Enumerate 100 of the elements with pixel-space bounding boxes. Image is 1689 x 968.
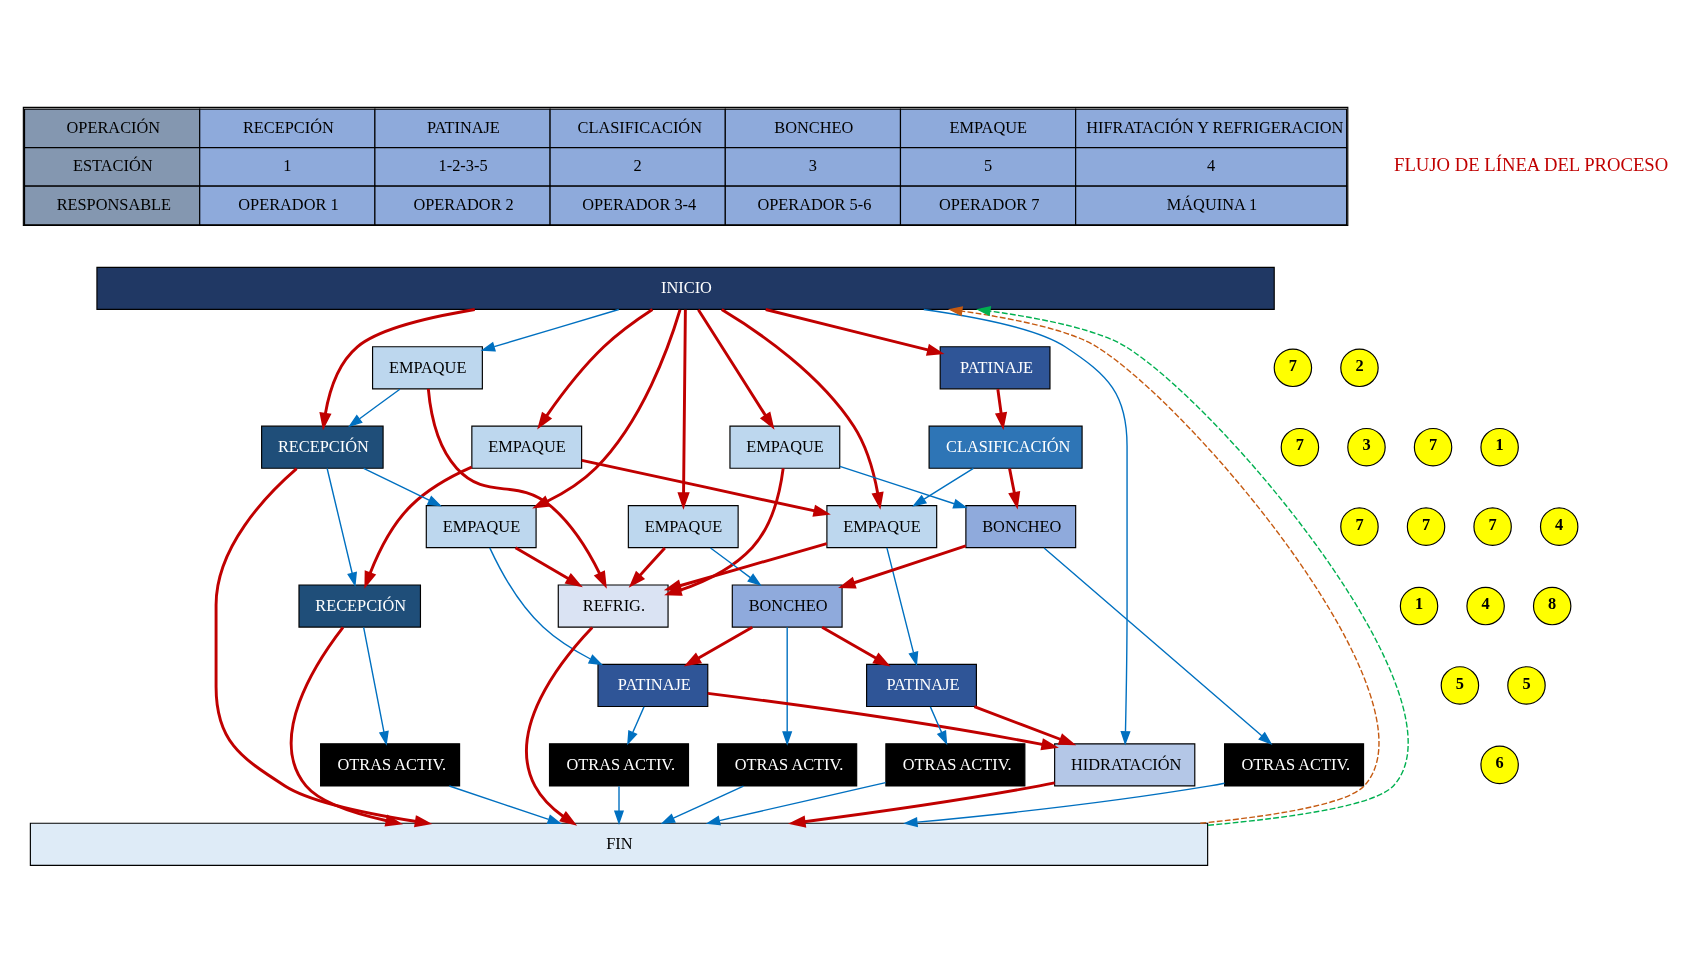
node-box: BONCHEO — [731, 584, 843, 628]
arrow — [929, 706, 947, 746]
label: OPERADOR 1 — [237, 194, 339, 214]
arrow — [922, 308, 1131, 746]
node-box: OTRAS ACTIV. — [884, 743, 1025, 787]
arrow — [973, 705, 1076, 746]
label: RESPONSABLE — [56, 194, 171, 214]
node-box: EMPAQUE — [425, 505, 537, 549]
arrow — [663, 542, 827, 592]
node-circle: 4 — [1539, 507, 1578, 546]
node-circle: 4 — [1465, 586, 1505, 626]
node-box: EMPAQUE — [470, 425, 582, 469]
label: HIFRATACIÓN Y REFRIGERACION — [1085, 117, 1343, 137]
node-box: OTRAS ACTIV. — [1223, 743, 1364, 787]
arrow — [902, 782, 1225, 828]
arrow — [676, 309, 690, 510]
arrow — [885, 547, 918, 667]
arrow — [448, 785, 562, 825]
arrow — [683, 626, 753, 667]
node-box: EMPAQUE — [728, 425, 840, 469]
arrow — [613, 785, 624, 825]
arrow — [581, 458, 831, 517]
arrow — [325, 467, 357, 587]
arrow — [994, 389, 1007, 431]
node-circle: 7 — [1273, 348, 1312, 388]
arrow — [626, 706, 645, 746]
label: ESTACIÓN — [72, 156, 152, 176]
arrow — [787, 781, 1055, 828]
arrow — [289, 626, 403, 827]
node-box: OTRAS ACTIV. — [319, 743, 460, 787]
arrow — [820, 626, 891, 667]
node-box: EMPAQUE — [627, 505, 739, 549]
node-circle: 1 — [1479, 427, 1519, 467]
node-circle: 7 — [1280, 427, 1319, 467]
label: EMPAQUE — [949, 117, 1027, 137]
arrow — [363, 465, 472, 589]
arrow — [426, 388, 607, 589]
arrow — [911, 467, 974, 507]
label: OPERADOR 2 — [412, 194, 514, 214]
node-box: REFRIG. — [557, 584, 669, 628]
arrow — [720, 308, 884, 510]
arrow — [628, 547, 666, 588]
arrow — [660, 785, 744, 825]
arrow — [764, 308, 944, 356]
node-box: CLASIFICACIÓN — [928, 425, 1083, 469]
label: 4 — [1206, 156, 1215, 176]
node-box: RECEPCIÓN — [297, 584, 421, 628]
node-box: PATINAJE — [939, 346, 1051, 390]
label: 5 — [983, 156, 992, 176]
label: FLUJO DE LÍNEA DEL PROCESO — [1393, 153, 1668, 175]
arrow — [707, 691, 1059, 751]
node-circle: 7 — [1413, 427, 1452, 467]
arrow — [536, 308, 653, 430]
arrow — [318, 308, 475, 431]
arrow — [214, 467, 432, 828]
label: PATINAJE — [426, 117, 500, 137]
arrow — [362, 626, 389, 746]
node-box: INICIO — [95, 266, 1275, 310]
label: CLASIFICACIÓN — [577, 117, 702, 137]
node-box: BONCHEO — [964, 505, 1076, 549]
node-box: PATINAJE — [865, 663, 977, 708]
node-box: FIN — [29, 822, 1208, 866]
arrow — [781, 626, 792, 746]
node-circle: 5 — [1440, 666, 1479, 705]
arrow — [524, 626, 593, 826]
node-box: RECEPCIÓN — [260, 425, 384, 469]
label: OPERADOR 7 — [938, 194, 1039, 214]
node-box: OTRAS ACTIV. — [716, 743, 857, 787]
arrow — [514, 546, 583, 588]
label: OPERADOR 5-6 — [756, 194, 871, 214]
node-circle: 7 — [1406, 507, 1445, 546]
node-circle: 8 — [1532, 586, 1571, 626]
node-circle: 7 — [1472, 507, 1512, 546]
label: 3 — [808, 156, 817, 176]
arrow — [709, 547, 762, 587]
arrow — [347, 388, 401, 428]
label: MÁQUINA 1 — [1166, 194, 1257, 214]
label: OPERADOR 3-4 — [581, 194, 696, 214]
node-box: PATINAJE — [596, 663, 708, 708]
arrow — [705, 781, 886, 826]
arrow — [1042, 547, 1272, 746]
node-box: HIDRATACIÓN — [1053, 743, 1195, 787]
label: 2 — [633, 156, 642, 176]
node-circle: 1 — [1399, 586, 1438, 626]
arrow — [488, 547, 603, 666]
node-box: EMPAQUE — [825, 505, 937, 549]
label: BONCHEO — [773, 117, 853, 137]
node-circle: 2 — [1339, 348, 1379, 388]
node-circle: 5 — [1506, 666, 1546, 705]
node-circle: 6 — [1479, 745, 1519, 785]
arrow — [1007, 468, 1020, 510]
arrow — [838, 465, 968, 509]
label: 1-2-3-5 — [438, 156, 488, 176]
label: OPERACIÓN — [66, 117, 160, 137]
arrow — [837, 544, 966, 589]
arrow — [696, 308, 774, 430]
node-circle: 3 — [1346, 427, 1386, 467]
arrow — [362, 467, 442, 507]
label: 1 — [282, 156, 291, 176]
arrow — [480, 308, 619, 352]
